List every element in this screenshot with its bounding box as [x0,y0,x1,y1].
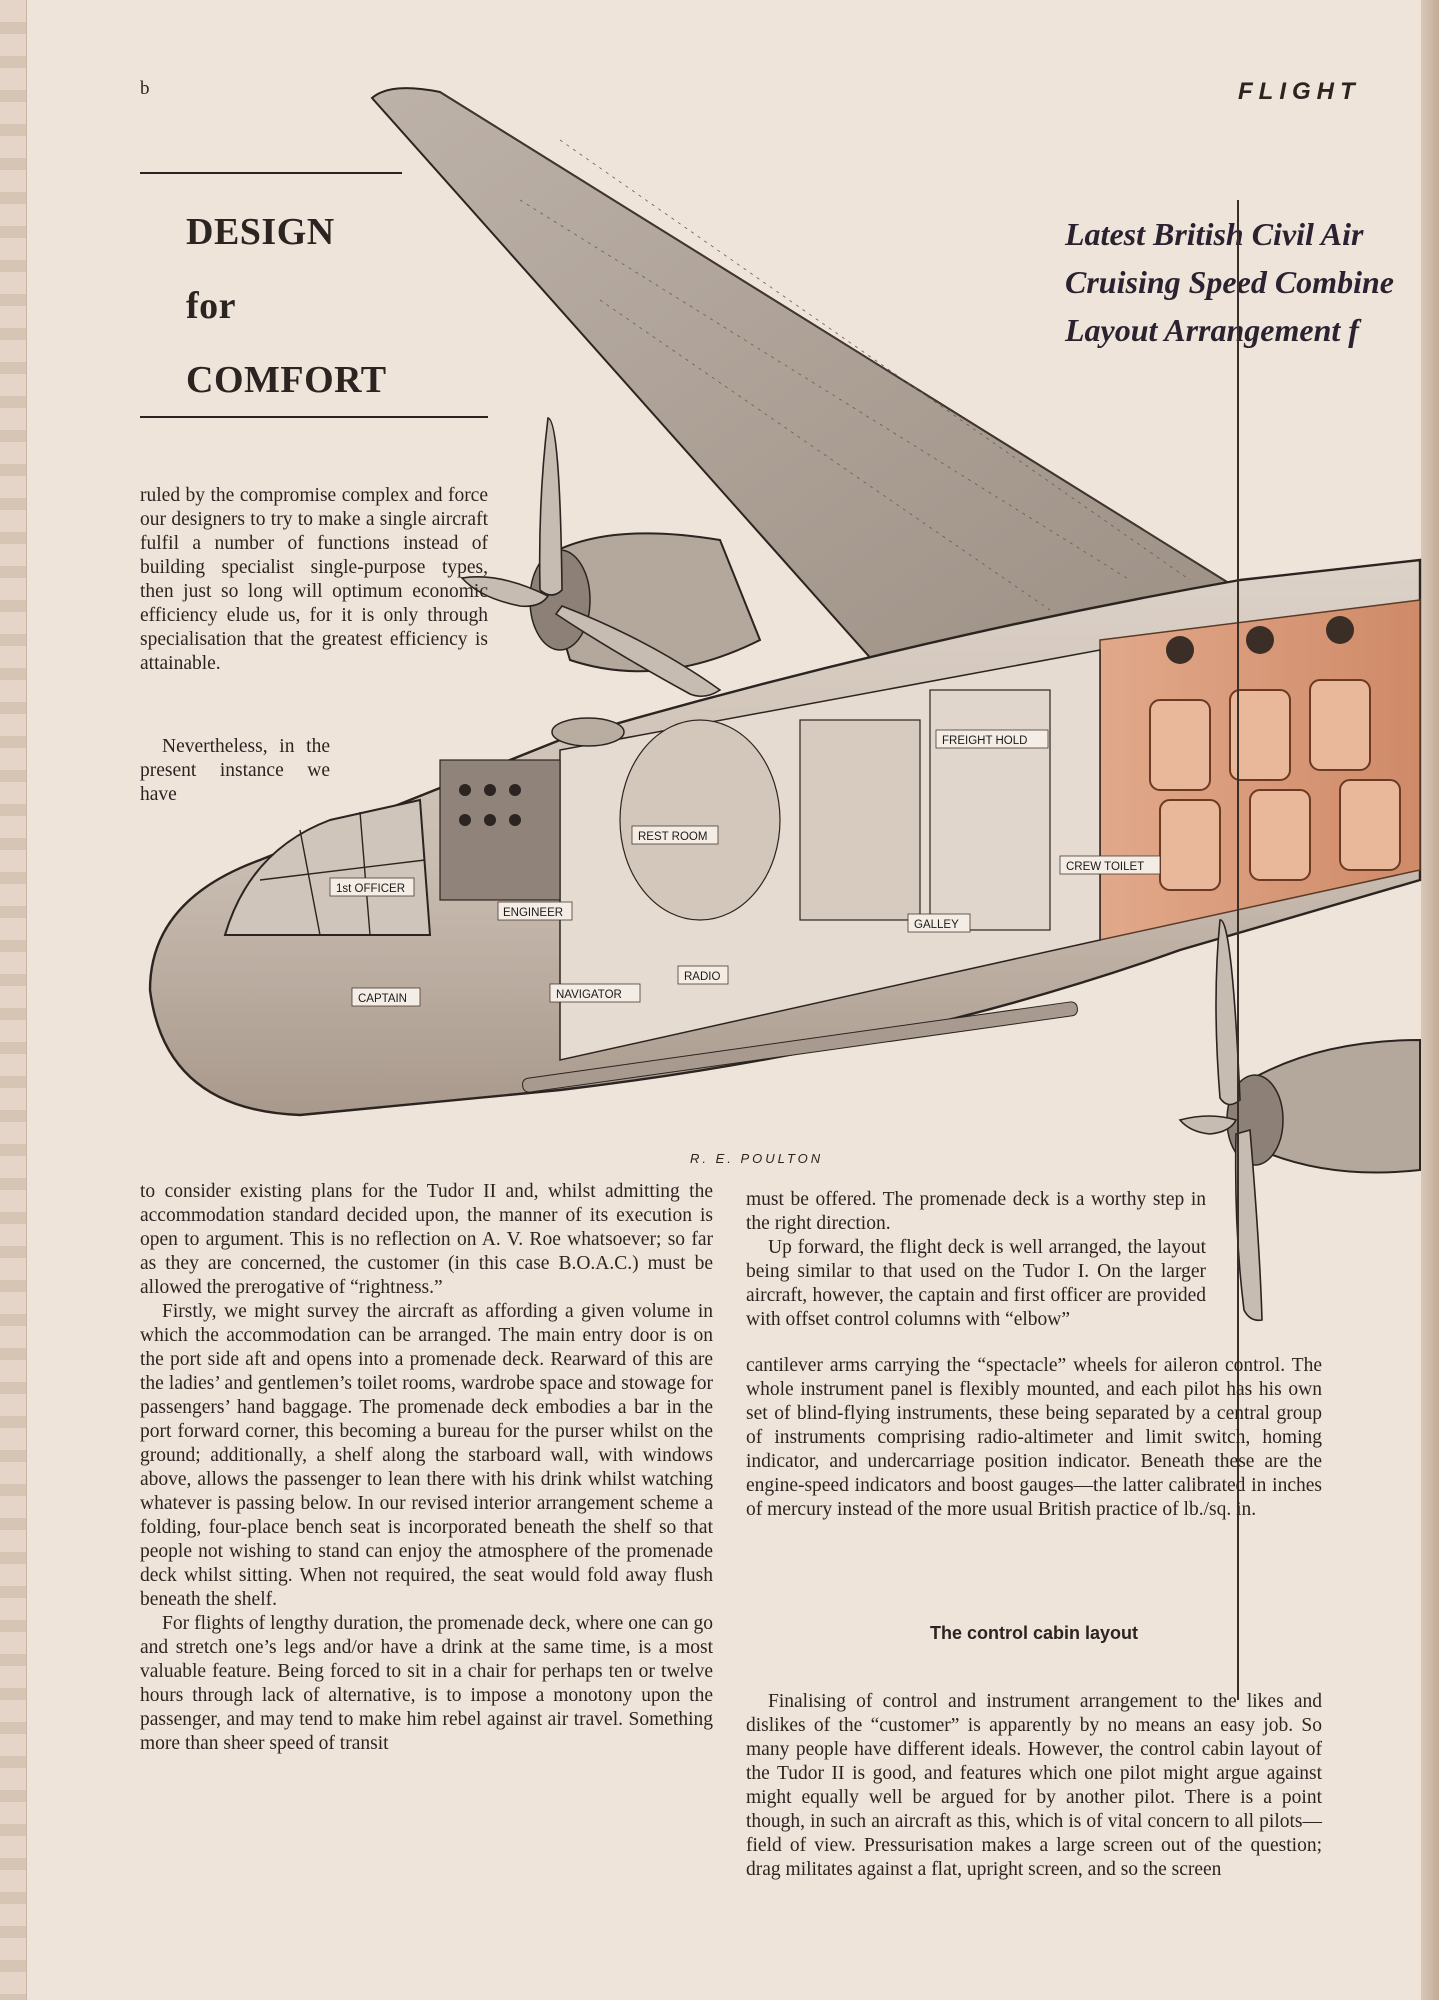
article-column-right-top: must be offered. The promenade deck is a… [746,1188,1206,1332]
section-subheading: The control cabin layout [929,1623,1139,1643]
svg-text:REST ROOM: REST ROOM [638,831,707,843]
intro-text: ruled by the compromise complex and forc… [140,485,488,674]
left-paragraph-3: For flights of lengthy duration, the pro… [140,1613,713,1754]
label-captain: CAPTAIN [351,987,421,1007]
starboard-engine [1248,1038,1421,1174]
intro-text-2: Nevertheless, in the present instance we… [140,736,330,805]
label-rest-room: REST ROOM [631,825,719,845]
title-line-3: COMFORT [186,359,387,401]
journal-name: FLIGHT [1238,78,1361,105]
svg-text:CREW TOILET: CREW TOILET [1066,861,1144,873]
label-engineer: ENGINEER [497,901,573,921]
left-paragraph-1: to consider existing plans for the Tudor… [140,1181,713,1298]
svg-text:ENGINEER: ENGINEER [503,907,563,919]
page-fold-line [1237,200,1239,1700]
svg-text:NAVIGATOR: NAVIGATOR [556,989,622,1001]
headline-line-2: Cruising Speed Combine [1065,264,1394,300]
svg-text:GALLEY: GALLEY [914,919,959,931]
intro-paragraph: ruled by the compromise complex and forc… [140,484,488,676]
label-galley: GALLEY [907,913,971,933]
label-navigator: NAVIGATOR [549,983,641,1003]
left-paragraph-2: Firstly, we might survey the aircraft as… [140,1301,713,1610]
title-rule-top [140,172,402,174]
label-freight-hold: FREIGHT HOLD [935,729,1049,749]
page-right-edge [1421,0,1439,2000]
illustration-credit: R. E. POULTON [690,1151,824,1166]
port-propeller [460,417,722,698]
title-line-1: DESIGN [186,211,335,253]
right-paragraph-3: Finalising of control and instrument arr… [746,1691,1322,1880]
svg-text:1st OFFICER: 1st OFFICER [336,883,405,895]
title-rule-bottom [140,416,488,418]
headline-line-1: Latest British Civil Air [1065,216,1364,252]
headline-line-3: Layout Arrangement f [1065,312,1359,348]
svg-text:FREIGHT HOLD: FREIGHT HOLD [942,735,1027,747]
label-radio: RADIO [677,965,729,985]
cockpit-glazing [223,798,432,936]
label-first-officer: 1st OFFICER [329,877,415,897]
headline: Latest British Civil Air Cruising Speed … [1065,210,1394,354]
page-binding-edge [0,0,27,2000]
label-crew-toilet: CREW TOILET [1059,855,1161,875]
starboard-propeller [1178,919,1263,1322]
page-folio: b [140,78,150,99]
article-column-left: to consider existing plans for the Tudor… [140,1180,713,1756]
svg-text:RADIO: RADIO [684,971,720,983]
article-column-right: cantilever arms carrying the “spectacle”… [746,1354,1322,1522]
right-paragraph-2a: Up forward, the flight deck is well arra… [746,1237,1206,1330]
article-column-right-lower: Finalising of control and instrument arr… [746,1690,1322,1882]
title-line-2: for [186,285,237,327]
svg-text:CAPTAIN: CAPTAIN [358,993,407,1005]
page-title: DESIGN for COMFORT [186,195,387,417]
right-paragraph-1: must be offered. The promenade deck is a… [746,1189,1206,1234]
right-paragraph-2b: cantilever arms carrying the “spectacle”… [746,1355,1322,1520]
intro-tail: Nevertheless, in the present instance we… [140,735,330,807]
